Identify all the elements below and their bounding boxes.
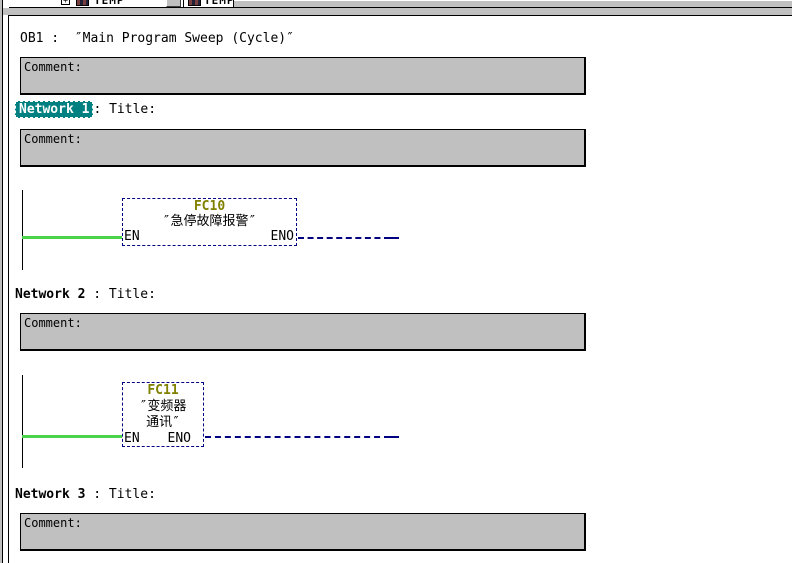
block-comment-box[interactable]: Comment:	[20, 57, 586, 95]
pane-bottom-border	[9, 7, 792, 8]
comment-label: Comment:	[24, 132, 82, 146]
rung-wire[interactable]	[22, 236, 123, 239]
fc-block-name: ″变频器	[139, 399, 187, 414]
code-pane-left-border	[8, 15, 9, 563]
scroll-button[interactable]	[166, 0, 181, 7]
fc-block-name: ″急停故障报警″	[162, 214, 257, 229]
eno-connection-end	[390, 237, 399, 239]
code-pane-top-border	[8, 15, 792, 16]
declaration-pane: + TEMP TEMP	[9, 0, 233, 8]
power-rail	[22, 375, 23, 468]
network-1-name-selected[interactable]: Network 1	[15, 101, 94, 118]
network-2-name: Network 2	[15, 287, 86, 302]
declaration-table-icon	[76, 0, 89, 6]
network-1-comment-box[interactable]: Comment:	[20, 129, 586, 167]
tree-item-temp-left[interactable]: TEMP	[94, 0, 125, 7]
fc10-call-block[interactable]: FC10 ″急停故障报警″ EN ENO	[122, 198, 297, 246]
block-title[interactable]: OB1 : ″Main Program Sweep (Cycle)″	[20, 31, 294, 46]
tree-item-temp-right[interactable]: TEMP	[204, 0, 233, 7]
network-3-title-suffix: : Title:	[85, 487, 156, 502]
eno-output-label: ENO	[167, 431, 191, 446]
fc11-call-block[interactable]: FC11 ″变频器 通讯″ EN ENO	[122, 382, 204, 447]
window-left-border	[2, 0, 3, 563]
pane-splitter[interactable]	[3, 8, 792, 15]
eno-output-label: ENO	[270, 229, 294, 244]
pane-divider	[183, 0, 184, 8]
comment-label: Comment:	[24, 316, 82, 330]
network-2-title-suffix: : Title:	[85, 287, 156, 302]
network-2-comment-box[interactable]: Comment:	[20, 313, 586, 351]
en-input-label: EN	[124, 431, 140, 446]
declaration-pane-filler	[233, 0, 792, 8]
fc-block-id: FC11	[147, 383, 179, 398]
eno-connection-line[interactable]	[298, 237, 390, 239]
eno-connection-end	[390, 436, 399, 438]
eno-connection-line[interactable]	[205, 436, 390, 438]
pane-divider	[233, 0, 234, 8]
en-input-label: EN	[124, 229, 140, 244]
declaration-table-icon	[188, 0, 201, 6]
power-rail	[22, 190, 23, 270]
comment-label: Comment:	[24, 60, 82, 74]
fc-block-name: 通讯″	[146, 415, 180, 430]
network-3-comment-box[interactable]: Comment:	[20, 513, 586, 551]
fc-block-id: FC10	[193, 199, 226, 214]
network-3-name: Network 3	[15, 487, 86, 502]
comment-label: Comment:	[24, 516, 82, 530]
tree-expand-plus-icon[interactable]: +	[61, 0, 70, 5]
rung-wire[interactable]	[22, 435, 123, 438]
code-pane	[9, 16, 792, 563]
network-3-header[interactable]: Network 3 : Title:	[15, 487, 156, 502]
network-2-header[interactable]: Network 2 : Title:	[15, 287, 156, 302]
network-1-title-suffix: : Title:	[93, 102, 157, 117]
network-1-header[interactable]: Network 1: Title:	[15, 101, 157, 118]
